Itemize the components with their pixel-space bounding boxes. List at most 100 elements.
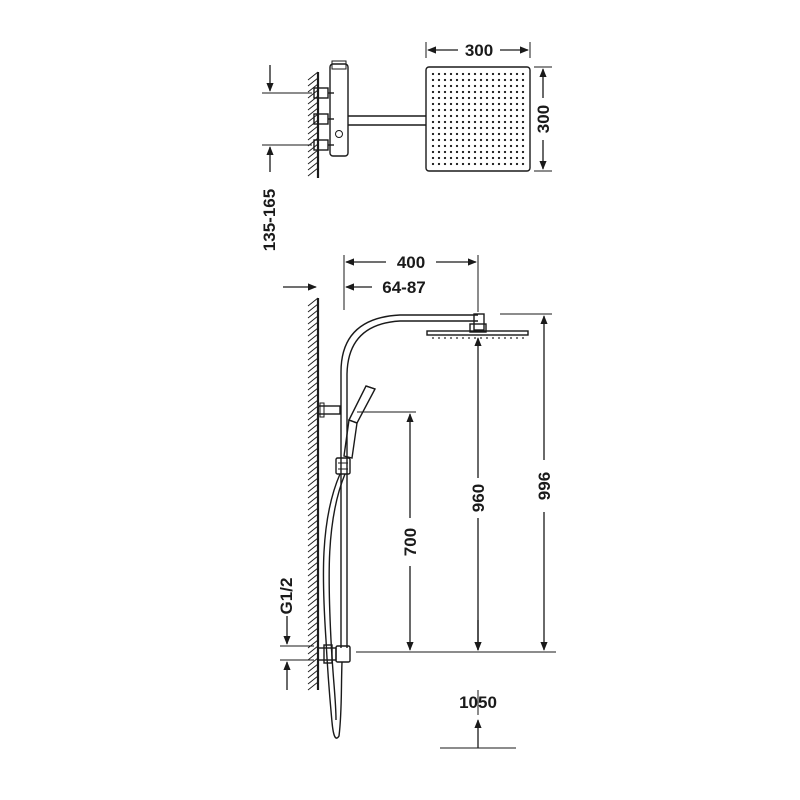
rain-shower-head-side [426, 313, 529, 339]
nozzle-dot [437, 114, 441, 118]
nozzle-dot [473, 108, 477, 112]
nozzle-dot [443, 84, 447, 88]
nozzle-dot [473, 96, 477, 100]
nozzle-dot [491, 78, 495, 82]
nozzle-dot [485, 144, 489, 148]
nozzle-dot [503, 78, 507, 82]
nozzle-dot [479, 78, 483, 82]
nozzle-dot [437, 84, 441, 88]
nozzle-dot [491, 138, 495, 142]
nozzle-dot [443, 162, 447, 166]
nozzle-dot [455, 132, 459, 136]
nozzle-dot [515, 102, 519, 106]
wall-hatch-line [307, 561, 319, 571]
nozzle-dot [503, 108, 507, 112]
nozzle-dot [497, 108, 501, 112]
nozzle-dot [473, 144, 477, 148]
nozzle-dot [431, 162, 435, 166]
nozzle-dot [431, 96, 435, 100]
nozzle-dot [503, 114, 507, 118]
nozzle-dot [509, 114, 513, 118]
nozzle-dot [467, 102, 471, 106]
wall-hatch-line [307, 297, 319, 307]
nozzle-dot [455, 90, 459, 94]
wall-hatch-line [307, 675, 319, 685]
nozzle-dot [491, 132, 495, 136]
nozzle-dot [437, 102, 441, 106]
nozzle-dot [521, 114, 525, 118]
nozzle-dot [455, 144, 459, 148]
nozzle-dot [467, 114, 471, 118]
nozzle-dot [455, 138, 459, 142]
nozzle-dot [497, 84, 501, 88]
nozzle-dot [503, 162, 507, 166]
nozzle-dot [521, 108, 525, 112]
wall-hatch-line [307, 585, 319, 595]
nozzle-dot [467, 138, 471, 142]
head-nozzle-dot [450, 337, 452, 339]
dim-handshower-height-label: 700 [401, 528, 420, 556]
nozzle-dot [437, 162, 441, 166]
nozzle-dot [437, 120, 441, 124]
nozzle-dot [467, 84, 471, 88]
nozzle-dot [515, 108, 519, 112]
head-nozzle-dot [468, 337, 470, 339]
nozzle-dot [461, 102, 465, 106]
nozzle-dot [443, 72, 447, 76]
nozzle-dot [461, 114, 465, 118]
nozzle-dot [479, 144, 483, 148]
nozzle-dot [461, 126, 465, 130]
nozzle-dot [443, 150, 447, 154]
head-nozzle-dot [522, 337, 524, 339]
nozzle-dot [461, 108, 465, 112]
nozzle-dot [473, 126, 477, 130]
head-nozzle-dot [498, 337, 500, 339]
nozzle-dot [467, 144, 471, 148]
wall-hatch-line [307, 387, 319, 397]
thermostatic-mixer [313, 60, 349, 157]
top-shower-arm [348, 115, 426, 126]
nozzle-dot [503, 72, 507, 76]
wall-hatch-line [307, 423, 319, 433]
nozzle-dot [455, 156, 459, 160]
nozzle-dot [473, 150, 477, 154]
wall-hatch-line [307, 107, 319, 117]
nozzle-dot [437, 132, 441, 136]
wall-hatch-line [307, 411, 319, 421]
wall-hatch-line [307, 399, 319, 409]
nozzle-dot [479, 108, 483, 112]
nozzle-dot [479, 132, 483, 136]
nozzle-dot [455, 126, 459, 130]
nozzle-dot [497, 96, 501, 100]
nozzle-dot [509, 132, 513, 136]
nozzle-dot [491, 150, 495, 154]
nozzle-dot [509, 138, 513, 142]
nozzle-dot [497, 156, 501, 160]
wall-hatch-line [307, 477, 319, 487]
head-nozzle-dot [432, 337, 434, 339]
nozzle-dot [443, 78, 447, 82]
nozzle-dot [503, 126, 507, 130]
wall-hatch-line [307, 507, 319, 517]
dim-overall-height-label: 996 [535, 472, 554, 500]
dim-floor-height: 1050 [440, 620, 516, 749]
nozzle-dot [491, 126, 495, 130]
wall-hatch-line [307, 447, 319, 457]
nozzle-dot [491, 120, 495, 124]
dim-arm-length: 400 [343, 253, 479, 312]
nozzle-dot [521, 90, 525, 94]
nozzle-dot [431, 150, 435, 154]
head-nozzle-dot [480, 337, 482, 339]
nozzle-dot [497, 102, 501, 106]
nozzle-dot [449, 132, 453, 136]
riser-pipe [340, 392, 348, 648]
nozzle-dot [491, 84, 495, 88]
nozzle-dot [503, 120, 507, 124]
nozzle-dot [521, 84, 525, 88]
wall-hatch-line [307, 657, 319, 667]
wall-hatch-line [307, 597, 319, 607]
nozzle-dot [515, 72, 519, 76]
wall-hatch-line [307, 519, 319, 529]
nozzle-dot [485, 156, 489, 160]
